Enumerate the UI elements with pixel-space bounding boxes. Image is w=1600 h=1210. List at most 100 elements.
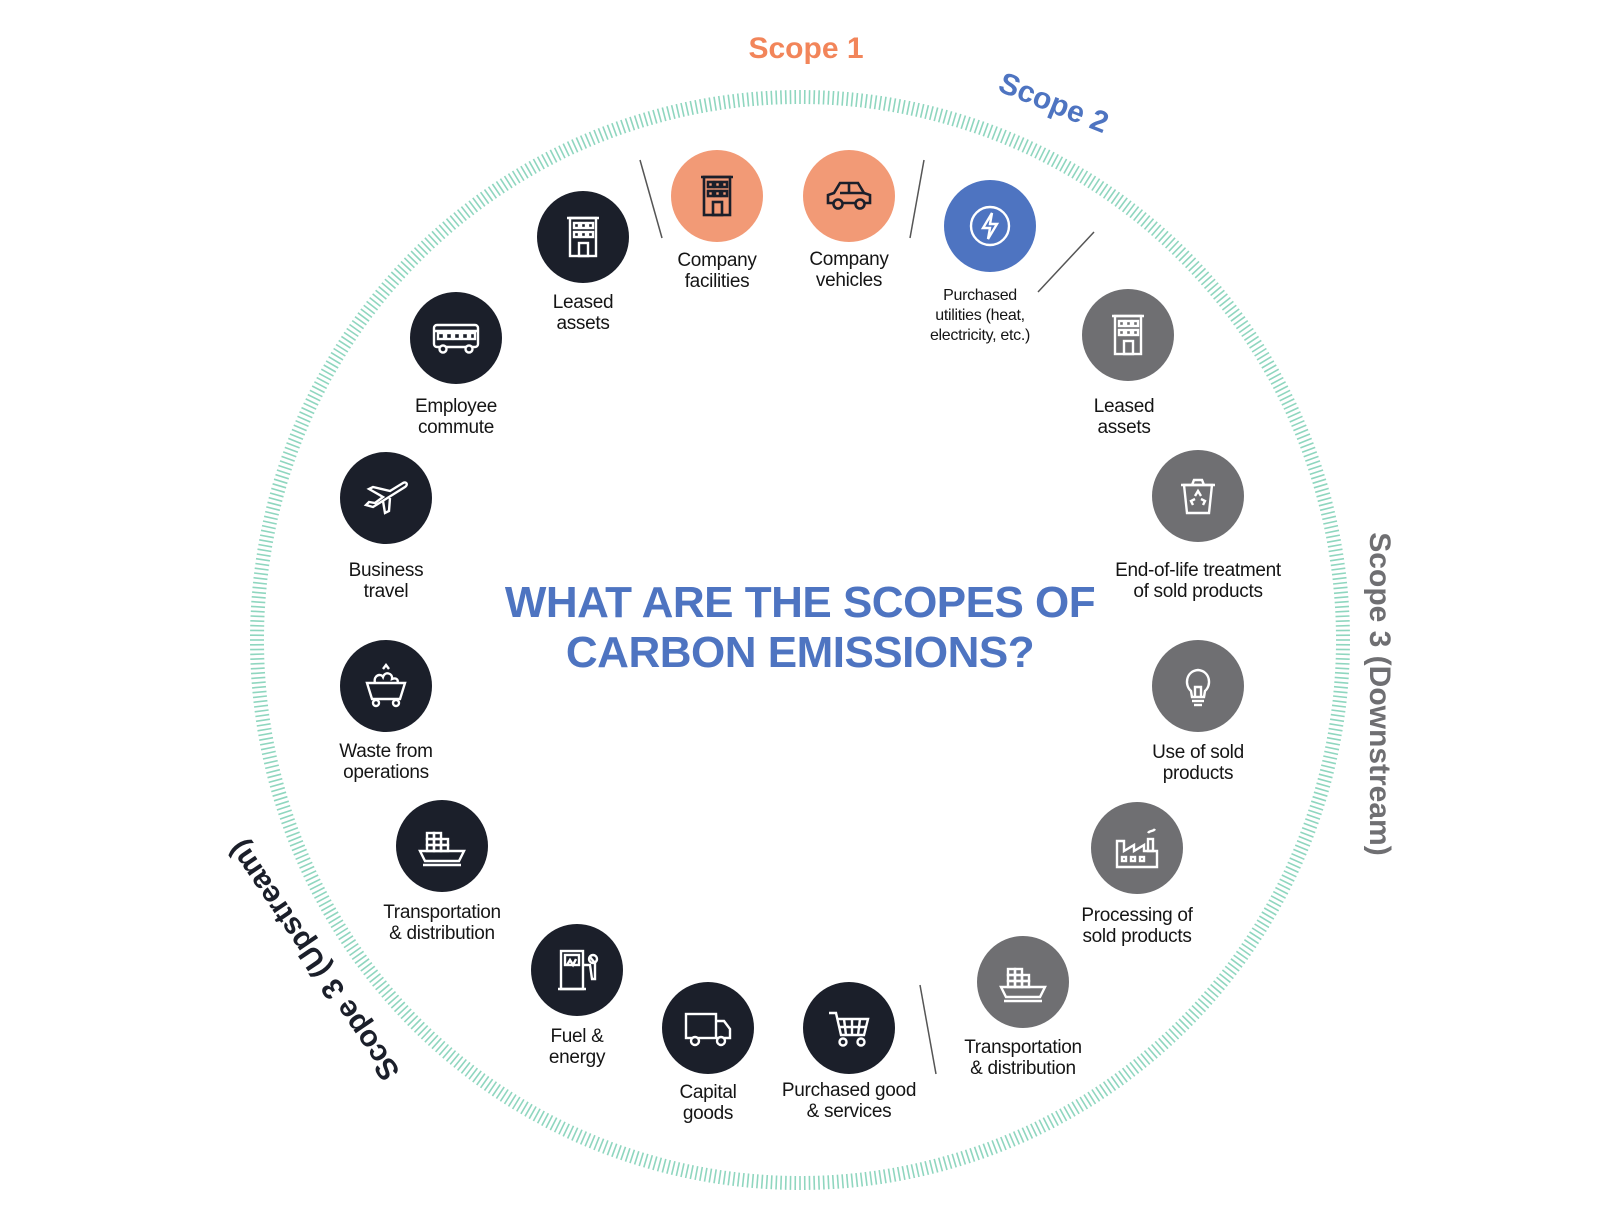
ring-tick	[528, 1106, 537, 1120]
ring-tick	[369, 973, 381, 984]
ring-tick	[1133, 1059, 1144, 1071]
building-icon	[1082, 289, 1174, 381]
item-label: Waste from operations	[339, 741, 433, 783]
ring-tick	[606, 124, 614, 139]
ring-tick	[558, 1121, 566, 1135]
ring-tick	[1050, 154, 1059, 168]
ring-tick	[670, 1161, 676, 1175]
ring-tick	[1178, 1018, 1190, 1030]
item-label: Leased assets	[1093, 396, 1155, 438]
scope1-label: Scope 1	[748, 32, 863, 65]
ring-tick	[499, 1089, 509, 1102]
ring-tick	[366, 300, 379, 311]
ring-tick	[597, 128, 605, 142]
ring-tick	[301, 406, 315, 415]
ring-tick	[318, 372, 332, 381]
ring-tick	[325, 911, 339, 920]
ring-tick	[986, 124, 994, 139]
ring-tick	[1004, 1134, 1012, 1149]
ring-tick	[346, 942, 359, 953]
ring-tick	[330, 919, 344, 929]
ring-tick	[1021, 139, 1029, 153]
ring-tick	[1301, 446, 1316, 454]
ring-tick	[438, 224, 450, 237]
ring-tick	[1306, 813, 1321, 820]
ring-tick	[1322, 515, 1337, 521]
ring-tick	[901, 1166, 906, 1181]
ring-tick	[1318, 501, 1333, 507]
ring-tick	[1308, 809, 1322, 816]
ring-tick	[487, 1081, 498, 1094]
ring-tick	[1185, 1011, 1197, 1023]
ring-tick	[524, 1103, 533, 1117]
ring-tick	[403, 257, 415, 269]
ring-tick	[1321, 764, 1335, 770]
ring-tick	[1150, 224, 1162, 237]
ring-tick	[1306, 460, 1321, 467]
ring-tick	[1332, 699, 1347, 704]
ring-tick	[1046, 1115, 1055, 1129]
ring-tick	[937, 1157, 944, 1172]
ring-tick	[263, 759, 278, 765]
lightbulb-icon	[1152, 640, 1244, 732]
cargo-ship-icon	[396, 800, 488, 892]
ring-tick	[354, 954, 367, 964]
ring-tick	[924, 1161, 930, 1175]
ring-tick	[602, 126, 609, 140]
ring-tick	[536, 156, 545, 170]
ring-tick	[360, 961, 373, 972]
ring-tick	[549, 1117, 558, 1131]
ring-tick	[288, 437, 302, 445]
ring-tick	[1326, 539, 1341, 544]
ring-tick	[1300, 442, 1314, 449]
ring-tick	[827, 1175, 830, 1190]
ring-tick	[1140, 1053, 1151, 1065]
ring-tick	[1308, 464, 1322, 471]
ring-tick	[275, 800, 290, 807]
ring-tick	[254, 572, 269, 576]
ring-tick	[1140, 215, 1151, 227]
ring-tick	[661, 1158, 667, 1173]
ring-tick	[1243, 331, 1257, 341]
ring-tick	[1071, 165, 1080, 179]
ring-tick	[584, 133, 592, 147]
ring-tick	[273, 795, 288, 802]
ring-tick	[873, 95, 878, 110]
ring-tick	[464, 1064, 475, 1077]
ring-tick	[453, 212, 464, 224]
ring-tick	[1324, 524, 1339, 530]
ring-tick	[611, 1143, 618, 1158]
ring-tick	[460, 206, 471, 219]
ring-tick	[1319, 506, 1334, 512]
ring-tick	[1330, 713, 1345, 718]
ring-tick	[349, 946, 362, 957]
ring-tick	[887, 97, 892, 112]
ring-tick	[680, 1163, 685, 1178]
ring-tick	[438, 1043, 450, 1056]
ring-tick	[250, 610, 265, 613]
ring-tick	[400, 260, 412, 272]
ring-tick	[741, 92, 745, 107]
ring-tick	[960, 1150, 967, 1165]
ring-tick	[316, 895, 330, 904]
ring-tick	[453, 1056, 464, 1068]
ring-tick	[1333, 685, 1348, 689]
ring-tick	[1277, 389, 1291, 398]
ring-tick	[602, 1140, 609, 1154]
ring-tick	[780, 1175, 783, 1190]
ring-tick	[684, 1164, 690, 1179]
ring-tick	[1219, 296, 1231, 307]
ring-tick	[822, 90, 825, 105]
divider-line	[639, 159, 663, 239]
ring-tick	[1233, 316, 1246, 326]
ring-tick	[279, 813, 294, 820]
ring-tick	[281, 818, 295, 825]
ring-tick	[1327, 543, 1342, 548]
ring-tick	[384, 278, 397, 290]
ring-tick	[269, 492, 284, 498]
ring-tick	[325, 360, 339, 369]
ring-tick	[1050, 1112, 1059, 1126]
ring-tick	[261, 750, 276, 756]
recycle-bin-icon	[1152, 450, 1244, 542]
